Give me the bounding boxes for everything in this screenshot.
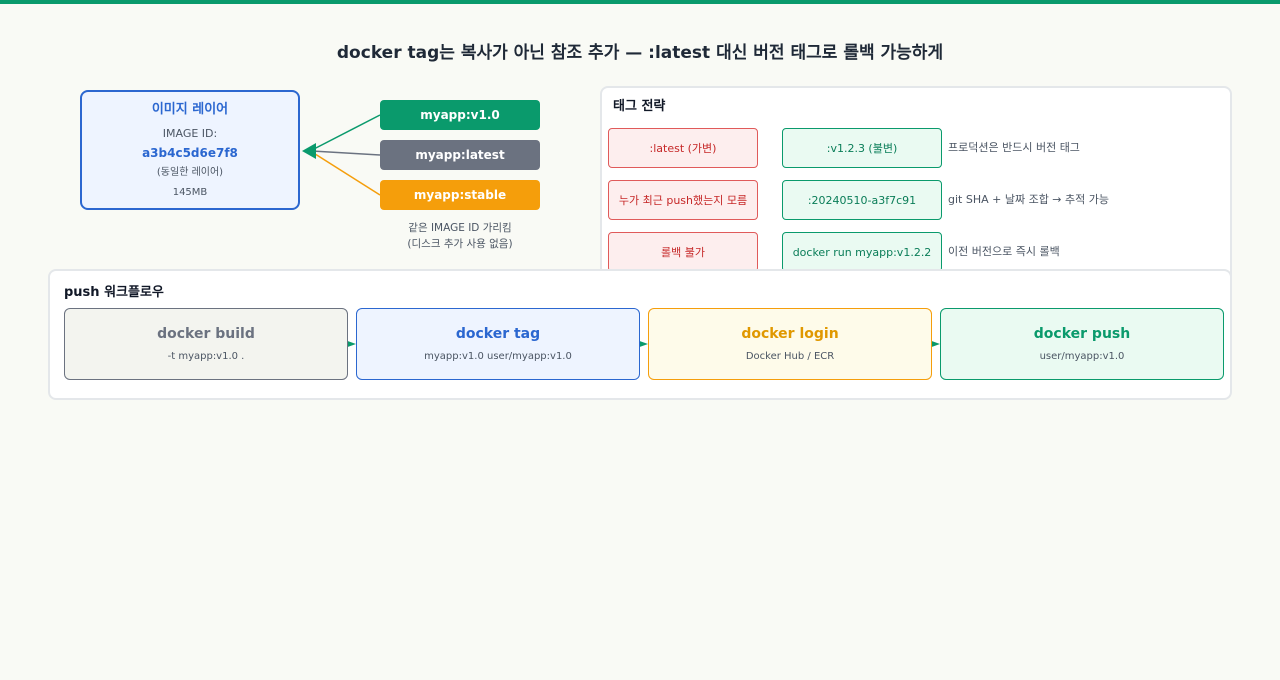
tag-strategy-title: 태그 전략 bbox=[613, 99, 666, 114]
image-layer-heading: 이미지 레이어 bbox=[151, 101, 229, 117]
tag-myapp-latest: myapp:latest bbox=[380, 140, 540, 170]
workflow-step-tag-detail: myapp:v1.0 user/myapp:v1.0 bbox=[424, 351, 572, 362]
strategy-bad-2: 누가 최근 push했는지 모름 bbox=[608, 180, 758, 220]
workflow-step-build-name: docker build bbox=[157, 326, 255, 342]
tags-note: 같은 IMAGE ID 가리킴 (디스크 추가 사용 없음) bbox=[380, 220, 540, 252]
strategy-desc-3: 이전 버전으로 즉시 롤백 bbox=[948, 245, 1060, 258]
tag-myapp-v1: myapp:v1.0 bbox=[380, 100, 540, 130]
strategy-good-1: :v1.2.3 (불변) bbox=[782, 128, 942, 168]
strategy-desc-2: git SHA + 날짜 조합 → 추적 가능 bbox=[948, 193, 1109, 206]
workflow-step-tag-name: docker tag bbox=[455, 326, 541, 342]
strategy-bad-1: :latest (가변) bbox=[608, 128, 758, 168]
image-id-label: IMAGE ID: bbox=[162, 126, 218, 140]
workflow-step-push-detail: user/myapp:v1.0 bbox=[1039, 351, 1125, 362]
workflow-step-login-detail: Docker Hub / ECR bbox=[745, 351, 835, 362]
tag-link-arrowhead bbox=[302, 143, 316, 159]
tags-note-line2: (디스크 추가 사용 없음) bbox=[407, 238, 513, 250]
workflow-step-push-name: docker push bbox=[1033, 326, 1131, 342]
image-size: 145MB bbox=[172, 186, 208, 198]
workflow-step-tag: docker tag myapp:v1.0 user/myapp:v1.0 bbox=[356, 308, 640, 380]
workflow-step-push: docker push user/myapp:v1.0 bbox=[940, 308, 1224, 380]
strategy-good-2: :20240510-a3f7c91 bbox=[782, 180, 942, 220]
tags-note-line1: 같은 IMAGE ID 가리킴 bbox=[408, 222, 512, 234]
tag-myapp-stable: myapp:stable bbox=[380, 180, 540, 210]
workflow-step-login: docker login Docker Hub / ECR bbox=[648, 308, 932, 380]
image-layer-box: 이미지 레이어 IMAGE ID: a3b4c5d6e7f8 (동일한 레이어)… bbox=[80, 90, 300, 210]
tag-link-latest bbox=[311, 150, 381, 156]
page-title: docker tag는 복사가 아닌 참조 추가 — :latest 대신 버전… bbox=[336, 43, 944, 63]
image-id-value: a3b4c5d6e7f8 bbox=[142, 145, 238, 160]
push-workflow-title: push 워크플로우 bbox=[64, 285, 164, 300]
tag-link-v1 bbox=[311, 114, 381, 151]
image-layer-note: (동일한 레이어) bbox=[156, 166, 224, 178]
top-accent-bar bbox=[0, 0, 1280, 4]
workflow-step-build: docker build -t myapp:v1.0 . bbox=[64, 308, 348, 380]
strategy-bad-3: 롤백 불가 bbox=[608, 232, 758, 272]
tag-link-stable bbox=[311, 151, 381, 196]
strategy-good-3: docker run myapp:v1.2.2 bbox=[782, 232, 942, 272]
strategy-desc-1: 프로덕션은 반드시 버전 태그 bbox=[948, 141, 1080, 154]
workflow-step-login-name: docker login bbox=[741, 326, 839, 342]
workflow-step-build-detail: -t myapp:v1.0 . bbox=[167, 351, 245, 362]
